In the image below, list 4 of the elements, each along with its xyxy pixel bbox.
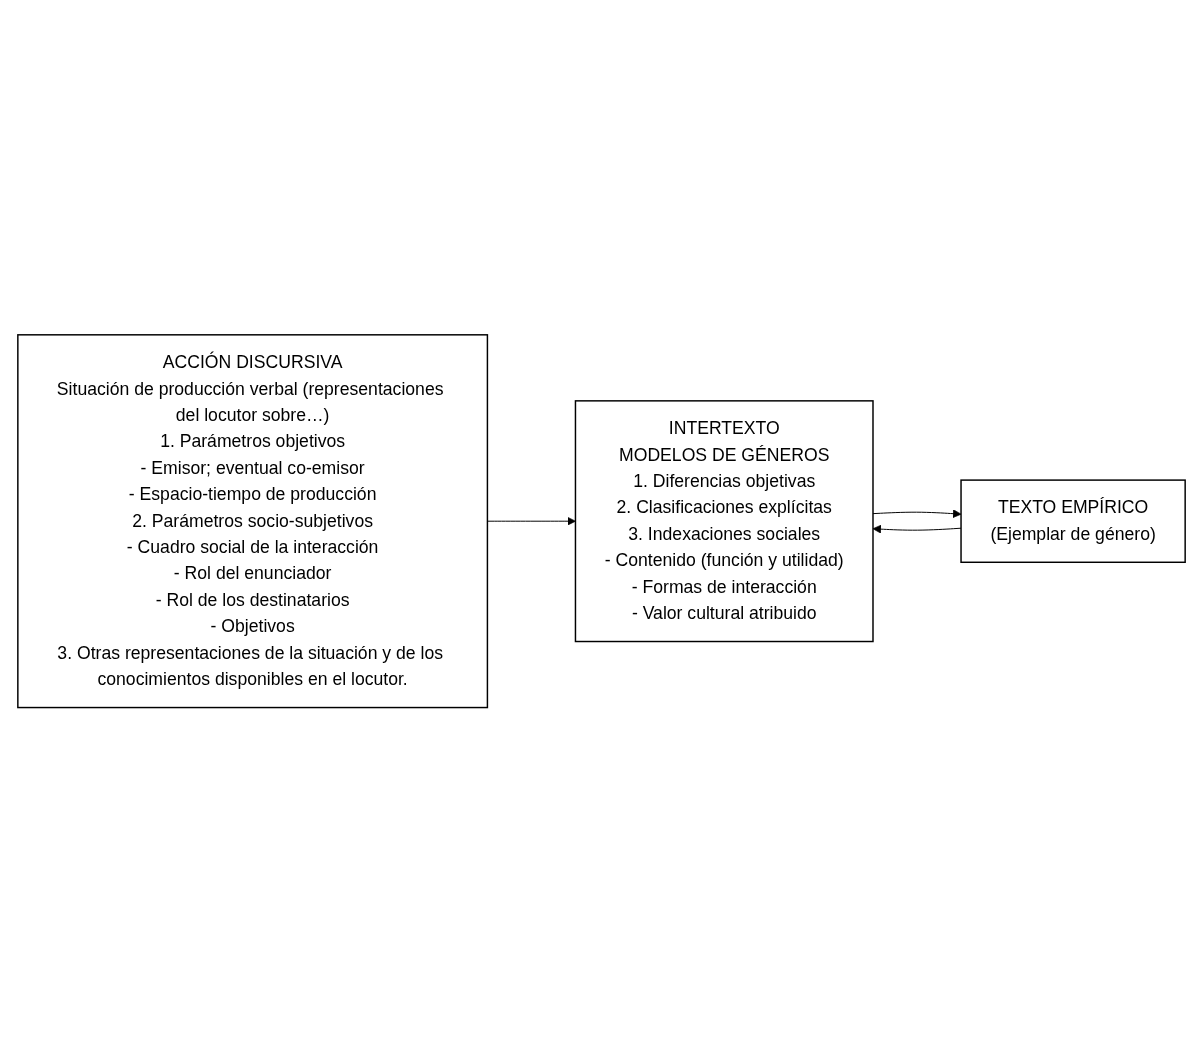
node-box [17, 333, 489, 709]
diagram: ACCIÓN DISCURSIVA Situación de producción verbal (representaciones del locutor sobre…) 1. Parámetros objetivos - Emisor; eventual co-emisor - Espacio-tiempo de producción 2. Parámetros socio-subjetivos - Cuadro social de la interacción - Rol del enunciador - Rol de los destinatarios - Objetivos 3. Otras representaciones de la situación y de los conocimientos disponibles en el locutor. INTERTEXTO MODELOS DE GÉNEROS 1. Diferencias objetivas 2. Clasificaciones explícitas 3. Indexaciones sociales - Contenido (función y utilidad) - Formas de interacción - Valor cultural atribuido TEXTO EMPÍRICO (Ejemplar de género) [10, 326, 1193, 716]
node-box [574, 399, 874, 643]
node-box [960, 479, 1186, 563]
